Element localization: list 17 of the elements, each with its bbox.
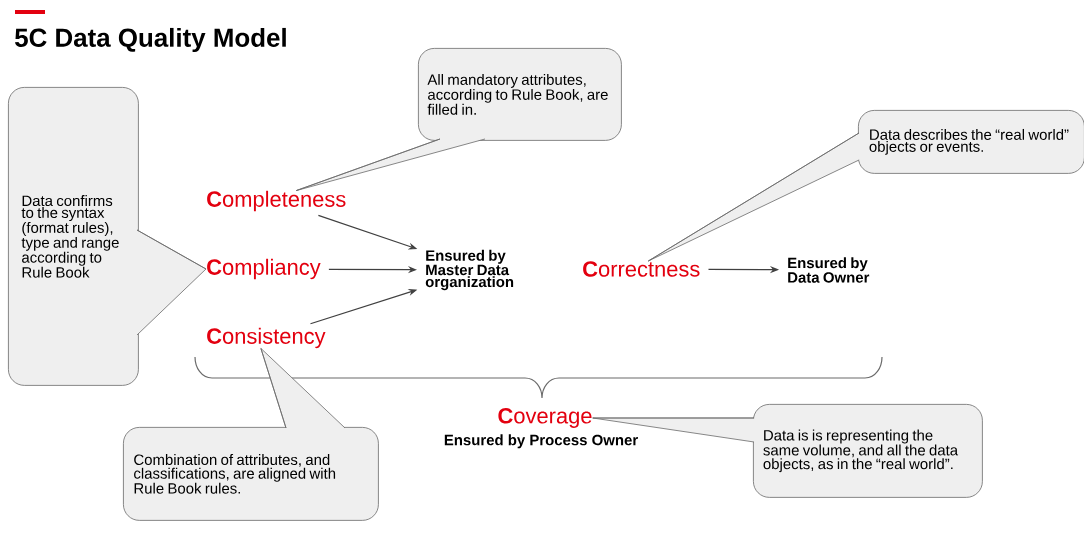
callout-box: All mandatory attributes, according to Rule Book, are filled in.: [418, 48, 622, 141]
responsibility-text: Ensured by Data Owner: [788, 257, 870, 283]
caption-text: Ensured by Process Owner: [444, 434, 638, 449]
quality-term: Consistency: [207, 327, 326, 349]
callout-pointer: [592, 417, 755, 443]
callout-pointer: [260, 348, 346, 429]
quality-term: Correctness: [583, 261, 700, 277]
callout-pointer: [295, 138, 486, 191]
callout-pointer: [136, 229, 207, 336]
quality-term: Compliancy: [207, 258, 321, 280]
quality-term: Coverage: [498, 408, 592, 428]
callout-pointer: [647, 132, 860, 262]
quality-term: Completeness: [207, 190, 346, 212]
title: 5C Data Quality Model: [15, 27, 286, 53]
callout-box: Data is is representing the same volume, and all the data objects, as in the “real world”.: [753, 404, 983, 498]
responsibility-text: Ensured by Master Data organization: [425, 249, 514, 291]
callout-box: Data describes the “real world” objects or events.: [858, 110, 1084, 174]
